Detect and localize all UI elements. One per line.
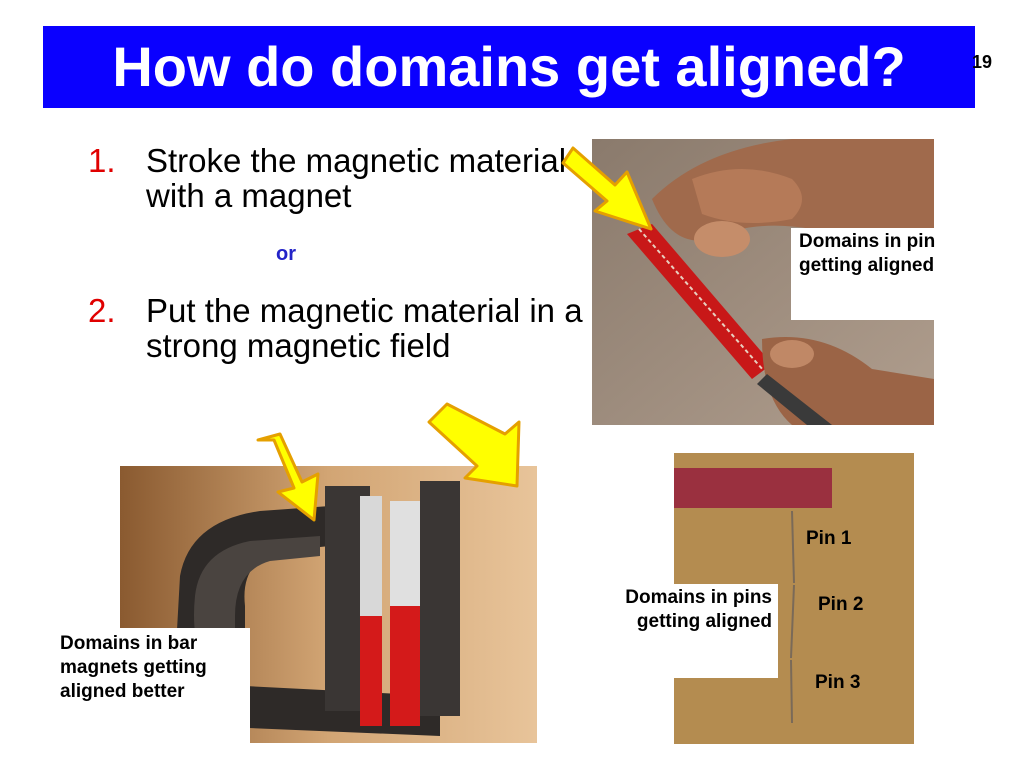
- pin-label-2: Pin 2: [818, 594, 864, 615]
- slide-number: 19: [972, 52, 993, 72]
- pin-label-1: Pin 1: [806, 528, 852, 549]
- arrow-icon-to-horseshoe: [256, 432, 320, 522]
- label-pin-stroke: Domains in pin getting aligned: [791, 228, 943, 320]
- label-pins: Domains in pins getting aligned: [618, 584, 778, 678]
- bullet-1-number: 1.: [88, 142, 116, 179]
- title-bar: How do domains get aligned?: [43, 26, 975, 108]
- pin-label-3: Pin 3: [815, 672, 861, 693]
- photo-horseshoe-magnet: [120, 466, 537, 743]
- arrow-icon-to-pin: [561, 146, 653, 231]
- arrow-icon-to-field: [427, 402, 521, 488]
- bullet-2-number: 2.: [88, 292, 116, 329]
- photo-stroking-pin: [592, 139, 934, 425]
- bullet-1-text: Stroke the magnetic material with a magn…: [146, 142, 567, 214]
- connector-or: or: [276, 243, 296, 265]
- bullet-2-text: Put the magnetic material in a strong ma…: [146, 292, 583, 364]
- slide-title: How do domains get aligned?: [112, 35, 906, 98]
- label-bar-magnets: Domains in bar magnets getting aligned b…: [56, 628, 250, 750]
